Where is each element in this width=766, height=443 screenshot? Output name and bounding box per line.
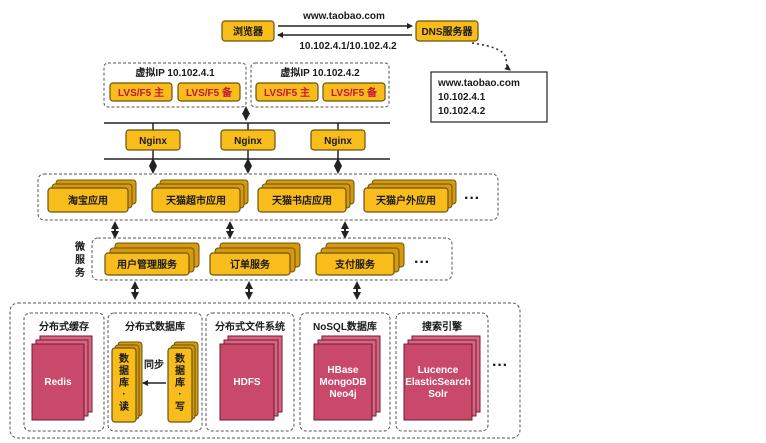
nosql-title: NoSQL数据库 (313, 320, 377, 333)
micro-label-char-3: 务 (75, 266, 86, 279)
nginx-node-1: Nginx (125, 129, 181, 151)
db-write-char-5: 写 (175, 401, 185, 413)
db-read-char-4: · (122, 389, 125, 400)
dns-record-domain: www.taobao.com (437, 78, 520, 89)
dns-server-node: DNS服务器 (415, 20, 479, 42)
dns-record-ip1: 10.102.4.1 (438, 92, 486, 103)
app-taobao-label: 淘宝应用 (68, 194, 108, 207)
db-read-char-2: 据 (119, 364, 129, 377)
app-tmall-supermarket: 天猫超市应用 (151, 179, 249, 213)
storage-distributed-cache: 分布式缓存 Redis (23, 312, 105, 432)
dns-server-label: DNS服务器 (421, 25, 473, 38)
nginx-2-label: Nginx (234, 136, 262, 147)
db-sync-label: 同步 (144, 358, 164, 371)
storage-distributed-database: 分布式数据库 数 据 库 · 读 数 据 库 · 写 同步 (107, 312, 203, 432)
search-elasticsearch-label: ElasticSearch (405, 377, 471, 388)
storage-search-engine: 搜索引擎 Lucence ElasticSearch Solr (395, 312, 489, 432)
storage-distributed-fs: 分布式文件系统 HDFS (205, 312, 295, 432)
service-order-label: 订单服务 (230, 258, 271, 271)
service-user-management: 用户管理服务 (104, 242, 200, 276)
vip-group-1-title: 虚拟IP 10.102.4.1 (135, 66, 215, 79)
db-read-char-1: 数 (119, 352, 130, 365)
vip-group-2: 虚拟IP 10.102.4.2 LVS/F5 主 LVS/F5 备 (250, 62, 390, 108)
search-title: 搜索引擎 (422, 320, 462, 333)
app-tmall-bookstore: 天猫书店应用 (257, 179, 355, 213)
cache-redis-label: Redis (44, 377, 72, 388)
db-read-char-3: 库 (119, 376, 129, 389)
cache-title: 分布式缓存 (39, 320, 89, 333)
db-write-char-2: 据 (175, 364, 185, 377)
browser-label: 浏览器 (233, 25, 264, 38)
app-taobao: 淘宝应用 (47, 179, 137, 213)
app-tmall-bookstore-label: 天猫书店应用 (272, 194, 332, 207)
micro-label-char-1: 微 (74, 240, 86, 253)
storage-more-ellipsis: ··· (492, 357, 508, 374)
services-more-ellipsis: ··· (414, 254, 430, 271)
vip-group-1: 虚拟IP 10.102.4.1 LVS/F5 主 LVS/F5 备 (103, 62, 247, 108)
fs-title: 分布式文件系统 (215, 320, 285, 333)
service-order: 订单服务 (209, 242, 301, 276)
db-read-char-5: 读 (119, 400, 129, 413)
storage-layer-container (9, 302, 521, 439)
nosql-mongodb-label: MongoDB (319, 377, 366, 388)
nginx-node-3: Nginx (310, 129, 366, 151)
app-tmall-outdoor: 天猫户外应用 (363, 179, 457, 213)
dns-record-ip2: 10.102.4.2 (438, 106, 486, 117)
dns-record-box: www.taobao.com 10.102.4.1 10.102.4.2 (430, 71, 548, 123)
db-write-char-1: 数 (175, 352, 186, 365)
fs-hdfs-label: HDFS (233, 377, 261, 388)
browser-node: 浏览器 (221, 20, 275, 42)
vip-group-1-backup: LVS/F5 备 (186, 86, 233, 99)
request-url: www.taobao.com (302, 11, 385, 22)
service-payment: 支付服务 (315, 242, 405, 276)
nosql-neo4j-label: Neo4j (329, 389, 356, 400)
db-write-char-4: · (178, 389, 181, 400)
app-tmall-outdoor-label: 天猫户外应用 (376, 194, 436, 207)
storage-nosql: NoSQL数据库 HBase MongoDB Neo4j (299, 312, 391, 432)
vip-group-2-title: 虚拟IP 10.102.4.2 (280, 66, 360, 79)
search-lucence-label: Lucence (418, 365, 459, 376)
app-tmall-supermarket-label: 天猫超市应用 (166, 194, 226, 207)
nginx-3-label: Nginx (324, 136, 352, 147)
apps-more-ellipsis: ··· (464, 190, 480, 207)
vip-group-2-backup: LVS/F5 备 (331, 86, 378, 99)
service-user-management-label: 用户管理服务 (116, 258, 178, 271)
dns-lookup-connector (471, 42, 511, 71)
db-write-char-3: 库 (175, 376, 185, 389)
search-solr-label: Solr (428, 389, 448, 400)
resolved-ips: 10.102.4.1/10.102.4.2 (299, 41, 397, 52)
nginx-node-2: Nginx (220, 129, 276, 151)
microservice-label: 微 服 务 (74, 240, 86, 279)
nginx-1-label: Nginx (139, 136, 167, 147)
micro-label-char-2: 服 (75, 254, 86, 266)
nosql-hbase-label: HBase (327, 365, 359, 376)
database-title: 分布式数据库 (125, 320, 185, 333)
vip-group-2-master: LVS/F5 主 (264, 86, 310, 99)
vip-group-1-master: LVS/F5 主 (118, 86, 164, 99)
service-layer-container (91, 237, 453, 281)
service-payment-label: 支付服务 (334, 258, 376, 271)
